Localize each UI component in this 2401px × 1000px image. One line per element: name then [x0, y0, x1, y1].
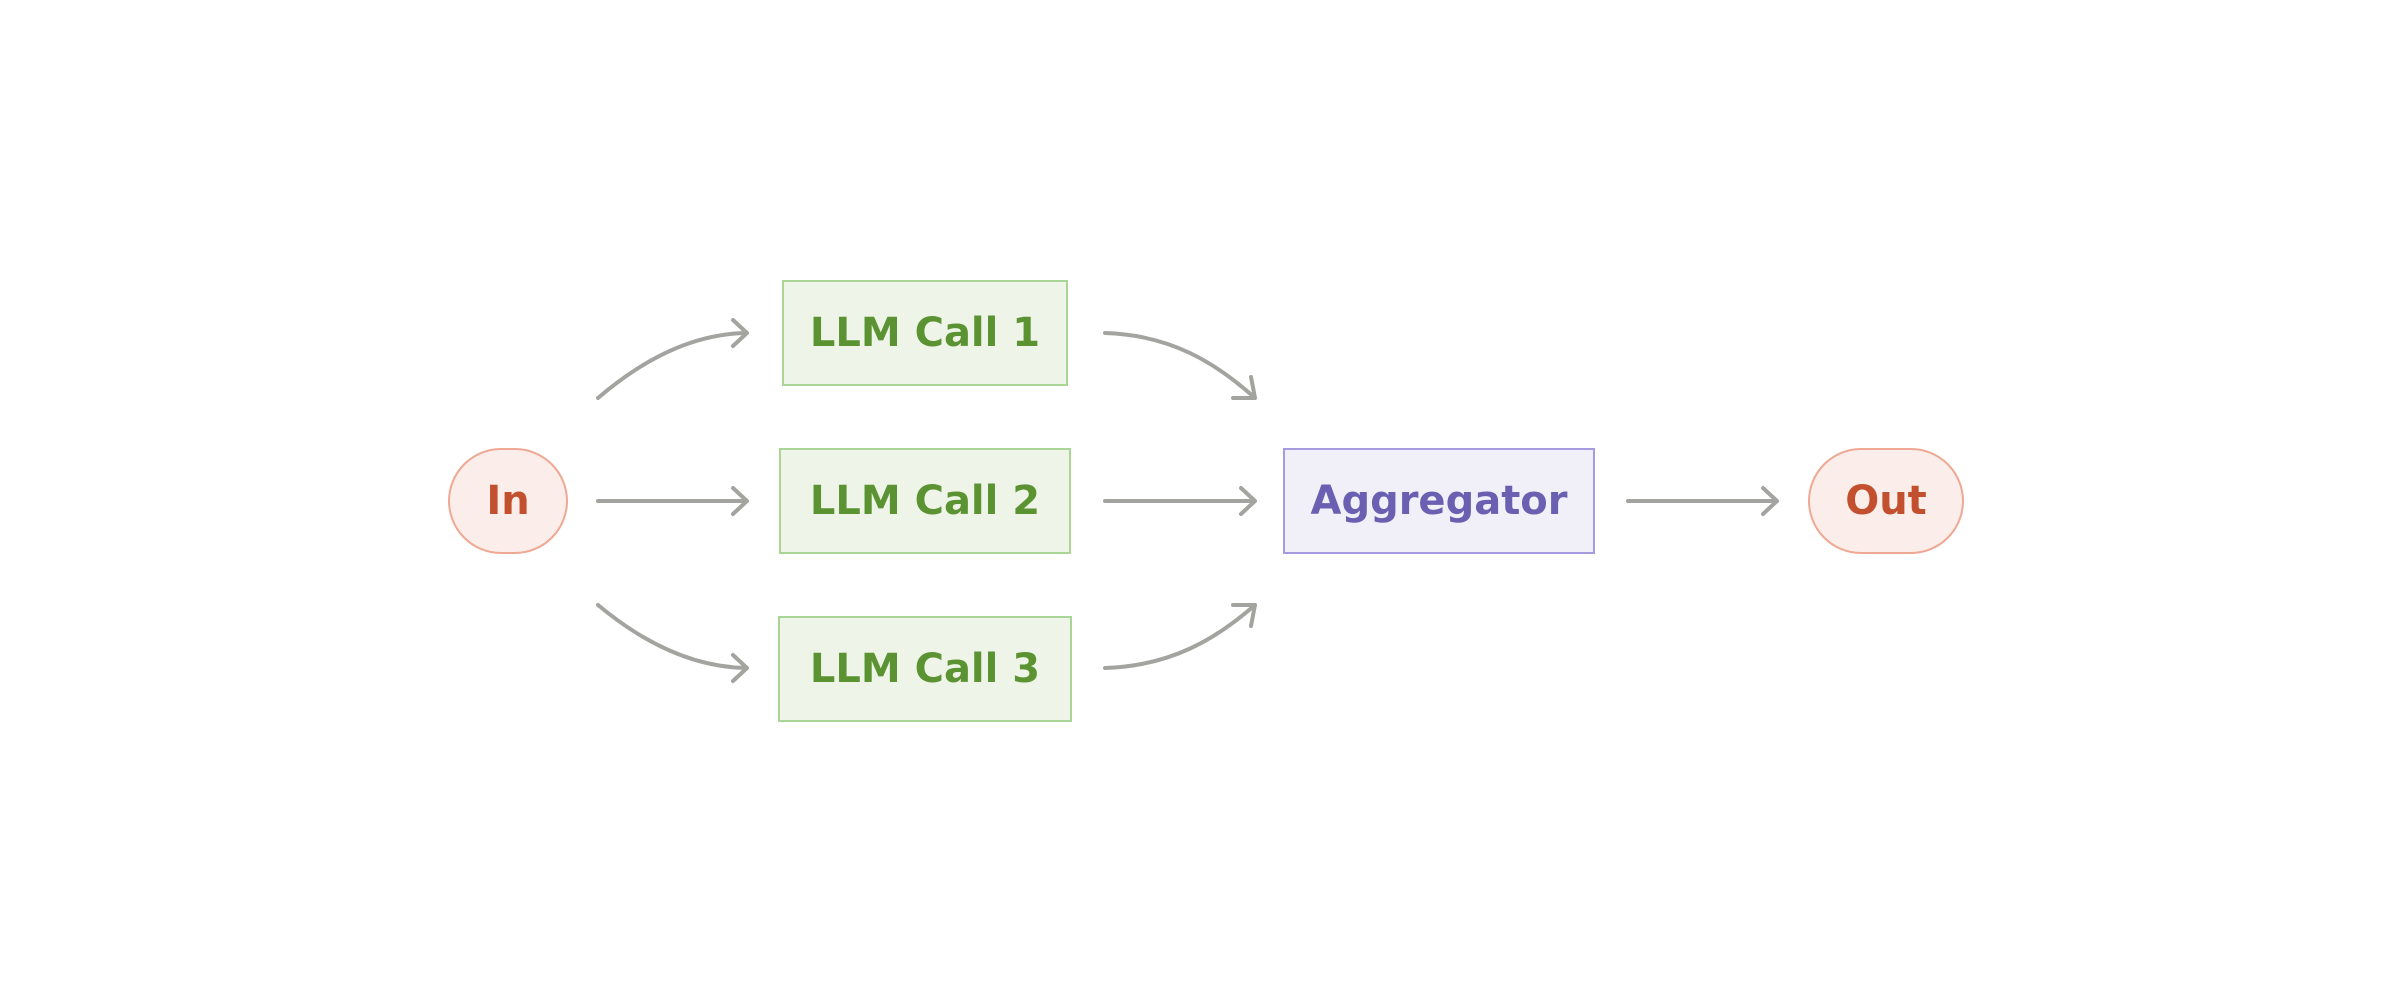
arrowhead-llm-call-1-to-aggregator: [1231, 375, 1257, 400]
arrowhead-llm-call-2-to-aggregator: [1239, 486, 1257, 516]
llm-call-2-node: LLM Call 2: [779, 448, 1071, 554]
llm-call-3-label: LLM Call 3: [809, 646, 1041, 692]
edge-llm-call-1-to-aggregator: [1103, 331, 1257, 400]
output-node: Out: [1808, 448, 1964, 554]
arrowhead-in-to-llm-call-3: [731, 653, 749, 683]
arrowhead-llm-call-3-to-aggregator: [1231, 603, 1257, 628]
input-node: In: [448, 448, 568, 554]
llm-call-3-node: LLM Call 3: [778, 616, 1072, 722]
edge-in-to-llm-call-1: [596, 331, 748, 400]
llm-call-1-label: LLM Call 1: [809, 310, 1041, 356]
llm-call-1-node: LLM Call 1: [782, 280, 1068, 386]
output-node-label: Out: [1845, 478, 1927, 524]
arrowhead-in-to-llm-call-1: [731, 318, 749, 348]
arrowhead-aggregator-to-out: [1761, 486, 1779, 516]
edge-llm-call-3-to-aggregator: [1103, 603, 1257, 670]
aggregator-label: Aggregator: [1310, 478, 1568, 524]
edge-in-to-llm-call-3: [596, 603, 748, 670]
aggregator-node: Aggregator: [1283, 448, 1595, 554]
arrowhead-in-to-llm-call-2: [731, 486, 749, 516]
llm-call-2-label: LLM Call 2: [809, 478, 1041, 524]
input-node-label: In: [486, 478, 530, 524]
